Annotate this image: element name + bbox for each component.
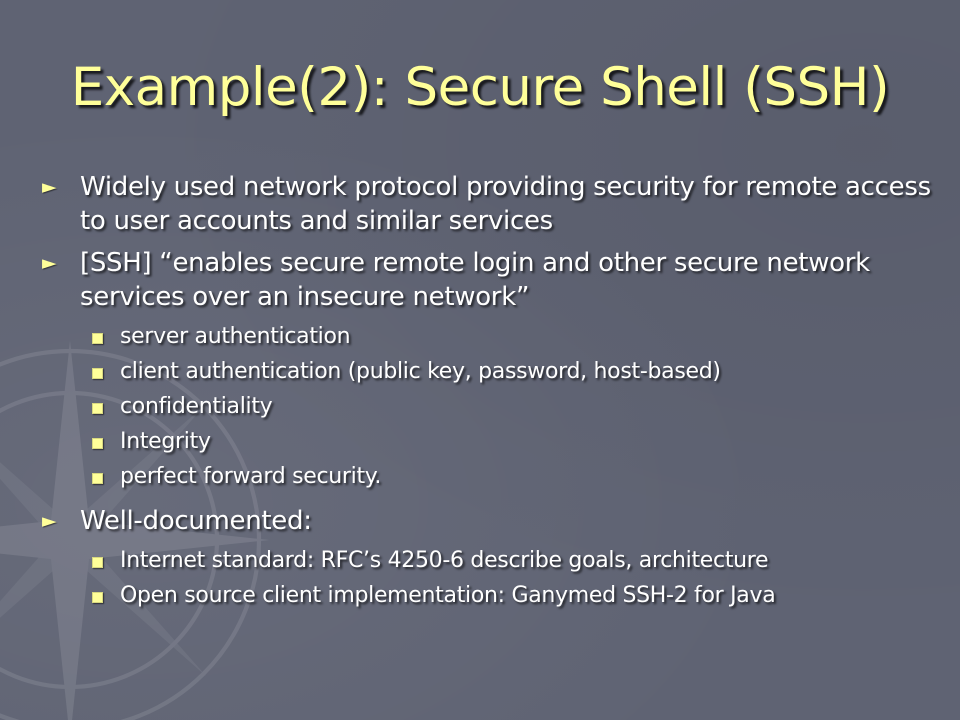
slide-title: Example(2): Secure Shell (SSH): [70, 57, 890, 118]
sub-bullet-text: Open source client implementation: Ganym…: [120, 583, 776, 608]
square-bullet-icon: [92, 592, 103, 603]
square-bullet-icon: [92, 557, 103, 568]
sub-bullet-2-3: confidentiality: [40, 392, 940, 422]
bullet-2-text: [SSH] “enables secure remote login and o…: [80, 248, 870, 312]
square-bullet-icon: [92, 473, 103, 484]
square-bullet-icon: [92, 438, 103, 449]
bullet-2: ► [SSH] “enables secure remote login and…: [40, 246, 940, 314]
triangle-arrow-icon: ►: [42, 252, 57, 274]
sub-bullet-2-4: Integrity: [40, 427, 940, 457]
bullet-3: ► Well-documented:: [40, 504, 940, 538]
square-bullet-icon: [92, 368, 103, 379]
slide-content: ► Widely used network protocol providing…: [40, 170, 940, 616]
sub-bullet-2-1: server authentication: [40, 322, 940, 352]
sub-bullet-text: Internet standard: RFC’s 4250-6 describe…: [120, 548, 769, 573]
compass-rose-icon: [0, 340, 270, 720]
triangle-arrow-icon: ►: [42, 510, 57, 532]
sub-bullet-3-1: Internet standard: RFC’s 4250-6 describe…: [40, 546, 940, 576]
sub-bullet-3-2: Open source client implementation: Ganym…: [40, 581, 940, 611]
sub-bullet-text: server authentication: [120, 324, 351, 349]
square-bullet-icon: [92, 333, 103, 344]
sub-bullet-text: confidentiality: [120, 394, 273, 419]
sub-bullet-text: perfect forward security.: [120, 464, 382, 489]
sub-bullet-text: client authentication (public key, passw…: [120, 359, 721, 384]
bullet-3-text: Well-documented:: [80, 506, 312, 536]
bullet-1-text: Widely used network protocol providing s…: [80, 172, 931, 236]
sub-bullet-2-2: client authentication (public key, passw…: [40, 357, 940, 387]
sub-bullet-2-5: perfect forward security.: [40, 462, 940, 492]
triangle-arrow-icon: ►: [42, 176, 57, 198]
square-bullet-icon: [92, 403, 103, 414]
sub-bullet-text: Integrity: [120, 429, 211, 454]
bullet-1: ► Widely used network protocol providing…: [40, 170, 940, 238]
